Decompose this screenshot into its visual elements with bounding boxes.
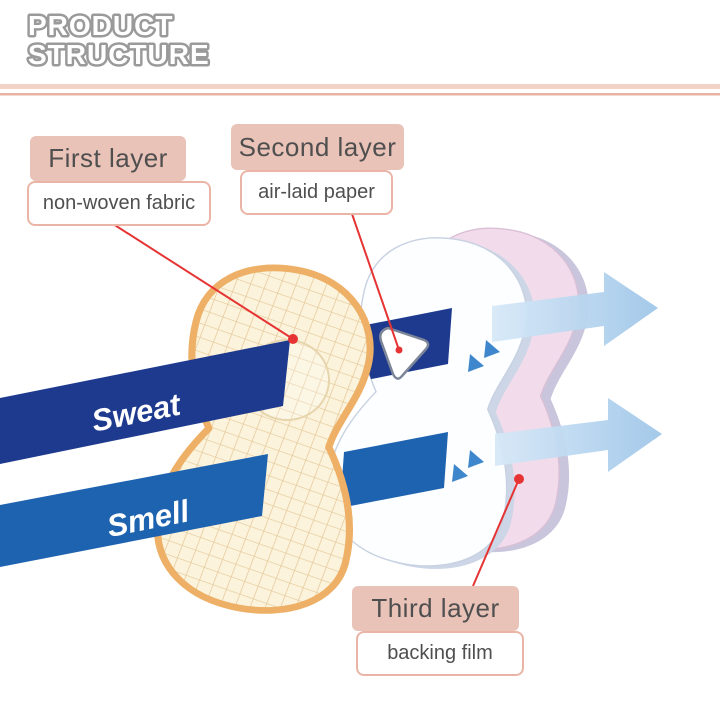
callout-connectors bbox=[109, 210, 520, 587]
smell-ribbon-front bbox=[0, 454, 268, 567]
absorb-triangles-bottom bbox=[452, 450, 484, 482]
airflow-arrow-top bbox=[492, 272, 658, 346]
sweat-ribbon-front bbox=[0, 340, 290, 464]
first-layer-material-text: non-woven fabric bbox=[42, 192, 196, 214]
first-layer-label-text: First layer bbox=[48, 143, 168, 173]
third-layer-material: backing film bbox=[356, 631, 524, 676]
third-layer-label: Third layer bbox=[352, 586, 519, 631]
third-layer-material-text: backing film bbox=[387, 642, 493, 664]
separator-line-thick bbox=[0, 84, 720, 89]
second-layer-label-text: Second layer bbox=[238, 131, 397, 162]
page-title-line-1: PRODUCT bbox=[28, 10, 173, 41]
callout-dot-second-layer bbox=[395, 346, 403, 354]
first-layer-label: First layer bbox=[30, 136, 186, 181]
first-layer-material: non-woven fabric bbox=[27, 181, 211, 226]
third-layer-label-text: Third layer bbox=[371, 593, 500, 623]
smell-ribbon-middle-segment bbox=[340, 432, 448, 508]
callout-dot-first-layer bbox=[288, 334, 298, 344]
separator-line-thin bbox=[0, 93, 720, 96]
second-layer-label: Second layer bbox=[231, 124, 404, 170]
absorb-triangles-top bbox=[468, 340, 500, 372]
airflow-arrow-bottom bbox=[495, 398, 662, 472]
page-title-line-2: STRUCTURE bbox=[28, 39, 210, 70]
second-layer-material-text: air-laid paper bbox=[258, 181, 375, 203]
second-layer-material: air-laid paper bbox=[240, 170, 393, 215]
callout-dot-third-layer bbox=[514, 474, 524, 484]
pore-teardrop-shape bbox=[379, 326, 430, 380]
